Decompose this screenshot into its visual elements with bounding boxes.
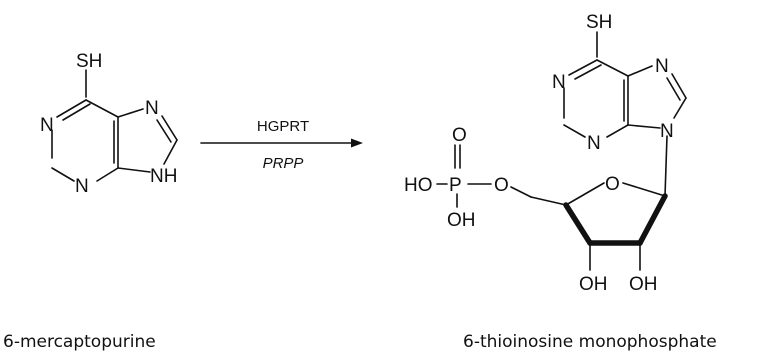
reactant-name: 6-mercaptopurine: [3, 332, 156, 352]
product-p-double-o-label: O: [452, 125, 467, 146]
product-ribose-bonds: [510, 135, 668, 271]
product-ring-o-label: O: [605, 174, 620, 195]
enzyme-label: HGPRT: [257, 118, 309, 135]
product-p-oh-label: OH: [447, 210, 476, 231]
product-sh-label: SH: [586, 12, 612, 33]
reactant-n1-label: N: [40, 115, 54, 136]
product-o-bridge-label: O: [494, 175, 509, 196]
product-structure: SH N N N N O O HO P O OH OH OH: [404, 12, 687, 295]
product-oh3-label: OH: [579, 274, 608, 295]
product-phosphate-bonds: [436, 144, 492, 208]
product-n1-label: N: [552, 72, 566, 93]
product-purine-bonds: [563, 31, 687, 138]
cosubstrate-label: PRPP: [263, 155, 304, 172]
reactant-n9h-label: NH: [150, 166, 177, 187]
product-oh2-label: OH: [629, 274, 658, 295]
product-n7-label: N: [655, 56, 669, 77]
reactant-n7-label: N: [145, 98, 159, 119]
reaction-arrow-group: HGPRT PRPP: [200, 118, 363, 172]
product-name: 6-thioinosine monophosphate: [463, 332, 717, 352]
reactant-sh-label: SH: [76, 51, 102, 72]
reactant-structure: SH N N N NH: [40, 51, 178, 197]
reaction-arrow-head: [351, 138, 363, 148]
reactant-n3-label: N: [75, 176, 89, 197]
product-n9-label: N: [660, 121, 674, 142]
product-ho-label: HO: [404, 175, 433, 196]
product-p-label: P: [449, 175, 462, 196]
reactant-bonds: [51, 69, 178, 182]
product-n3-label: N: [587, 133, 601, 154]
